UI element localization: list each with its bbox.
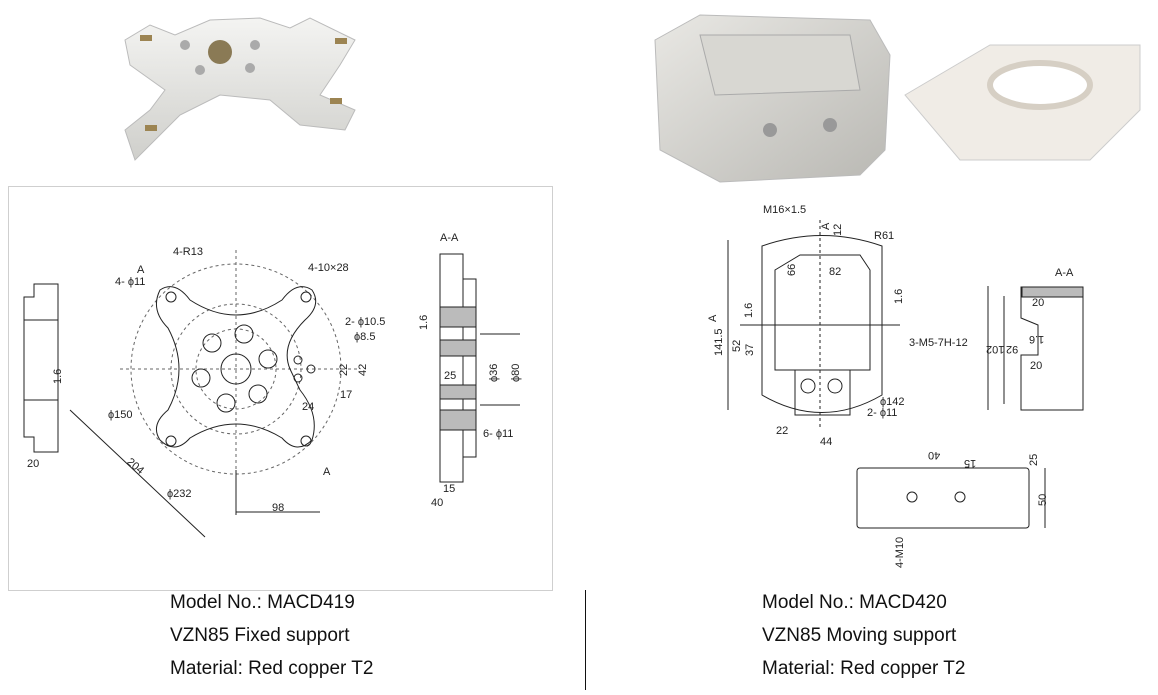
dim-label: A [820, 222, 832, 230]
product-photos [124, 14, 1141, 183]
dim-label: ϕ142 [880, 396, 905, 408]
dim-label: ϕ80 [510, 363, 522, 382]
dim-label: 22 [776, 425, 789, 437]
moving-support-photo [654, 14, 1141, 183]
dim-label: R61 [874, 230, 895, 242]
fixed-support-drawing [8, 186, 553, 591]
dim-label: 4-10×28 [308, 262, 349, 274]
moving-support-drawing [630, 186, 1152, 586]
dim-label: A [323, 466, 331, 478]
dim-label: A-A [1055, 267, 1074, 279]
dim-label: ϕ232 [167, 488, 192, 500]
left-model-number: Model No.: MACD419 [170, 592, 355, 613]
dim-label: 24 [302, 401, 315, 413]
dim-label: 2- ϕ11 [867, 407, 898, 419]
dim-label: 50 [1037, 493, 1049, 506]
left-product-name: VZN85 Fixed support [170, 625, 350, 646]
dim-label: 20 [1032, 297, 1045, 309]
dim-label: 1.6 [52, 368, 64, 384]
dim-label: M16×1.5 [763, 204, 807, 216]
dim-label: 20 [1030, 360, 1043, 372]
dim-label: 6- ϕ11 [483, 428, 514, 440]
dim-label: 17 [340, 389, 353, 401]
dim-label: 25 [1028, 453, 1040, 466]
dim-label: 3-M5-7H-12 [909, 337, 968, 349]
dim-label: 20 [27, 458, 40, 470]
dim-label: 15 [443, 483, 456, 495]
dim-label: 40 [431, 497, 444, 509]
dim-label: 141.5 [713, 328, 725, 356]
dim-label: 1.6 [1029, 333, 1045, 345]
caption-divider [585, 590, 586, 690]
dim-label: 4- ϕ11 [115, 276, 146, 288]
dim-label: 44 [820, 436, 833, 448]
dim-label: 12 [832, 223, 844, 236]
dim-label: 22 [338, 363, 350, 376]
right-material: Material: Red copper T2 [762, 658, 966, 679]
dim-label: 40 [928, 449, 941, 461]
dim-label: 2- ϕ10.5 [345, 316, 386, 328]
dim-label: 52 [731, 339, 743, 352]
dim-label: ϕ8.5 [354, 331, 376, 343]
dim-label: 42 [357, 363, 369, 376]
right-model-number: Model No.: MACD420 [762, 592, 947, 613]
dim-label: 66 [786, 263, 798, 276]
dim-label: 1.6 [743, 302, 755, 318]
right-product-name: VZN85 Moving support [762, 625, 957, 646]
dim-label: ϕ36 [488, 363, 500, 382]
left-material: Material: Red copper T2 [170, 658, 374, 679]
dim-label: A-A [440, 232, 459, 244]
dim-label: 37 [744, 343, 756, 356]
dim-label: 82 [829, 266, 842, 278]
dim-label: 98 [272, 502, 285, 514]
dim-label: 4-R13 [173, 246, 203, 258]
dim-label: A [707, 314, 719, 322]
dim-label: 1.6 [418, 314, 430, 330]
fixed-support-photo [124, 17, 356, 161]
dim-label: 4-M10 [894, 536, 906, 568]
dim-label: A [137, 264, 145, 276]
dim-label: 92 [1006, 343, 1019, 355]
dim-label: 1.6 [893, 288, 905, 304]
dim-label: 102 [986, 343, 1005, 355]
dim-label: 15 [964, 457, 977, 469]
dim-label: ϕ150 [108, 409, 133, 421]
dim-label: 25 [444, 370, 457, 382]
